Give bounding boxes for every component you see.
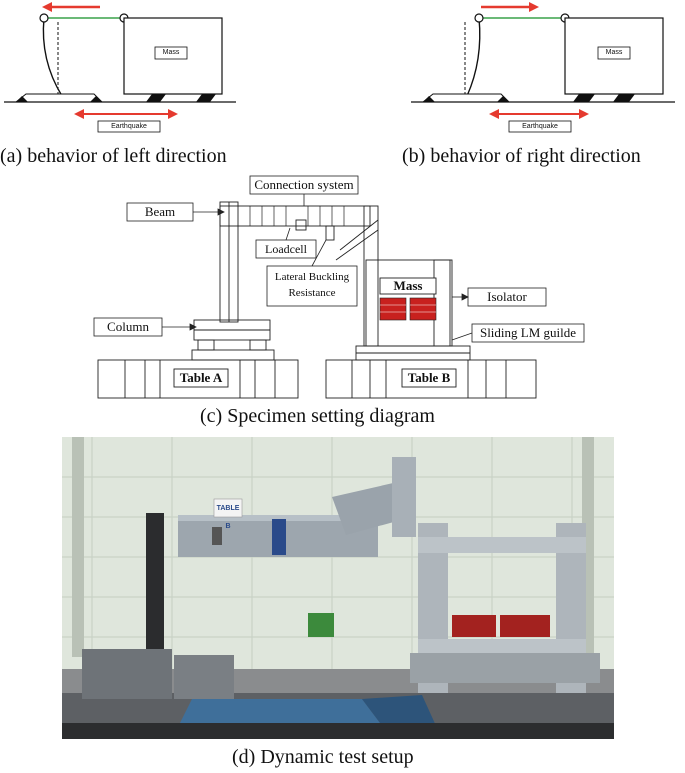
earthquake-label-a: Earthquake (111, 123, 147, 130)
label-beam: Beam (144, 204, 176, 219)
arrowhead-left-icon (42, 2, 52, 12)
specimen-setting-diagram (93, 175, 585, 399)
caption-a: (a) behavior of left direction (0, 145, 227, 167)
label-mass: Mass (393, 278, 423, 293)
beam (219, 205, 371, 227)
caption-b: (b) behavior of right direction (402, 145, 641, 167)
mass-frame (365, 259, 453, 347)
label-loadcell: Loadcell (265, 242, 307, 256)
label-lateral-buckling: Lateral Buckling (274, 271, 350, 283)
deformed-column (42, 17, 63, 97)
diagram-right-direction (411, 2, 675, 133)
base-plate (421, 93, 511, 103)
base-plate (14, 93, 104, 103)
double-arrow-icon (489, 109, 499, 119)
photo-sign-table-b: TABLE B (216, 505, 240, 530)
deformed-column (466, 17, 481, 97)
mass-block-right (409, 297, 437, 321)
hinge-left (474, 13, 484, 23)
hinge-left (39, 13, 49, 23)
dynamic-test-photo (62, 437, 614, 739)
caption-d: (d) Dynamic test setup (232, 746, 414, 768)
label-isolator: Isolator (487, 289, 527, 304)
caption-c: (c) Specimen setting diagram (200, 405, 435, 427)
label-sliding-lm-guide: Sliding LM guilde (479, 325, 577, 340)
label-connection-system: Connection system (254, 177, 354, 192)
arrowhead-right-icon (529, 2, 539, 12)
diagram-left-direction (4, 2, 236, 133)
earthquake-label-b: Earthquake (522, 123, 558, 130)
label-table-b: Table B (407, 370, 451, 385)
label-table-a: Table A (179, 370, 223, 385)
mass-block (123, 17, 223, 95)
label-resistance: Resistance (288, 287, 336, 299)
double-arrow-icon (74, 109, 84, 119)
mass-label-a: Mass (162, 49, 180, 56)
mass-label-b: Mass (605, 49, 623, 56)
label-column: Column (107, 319, 149, 334)
mass-block-left (379, 297, 407, 321)
